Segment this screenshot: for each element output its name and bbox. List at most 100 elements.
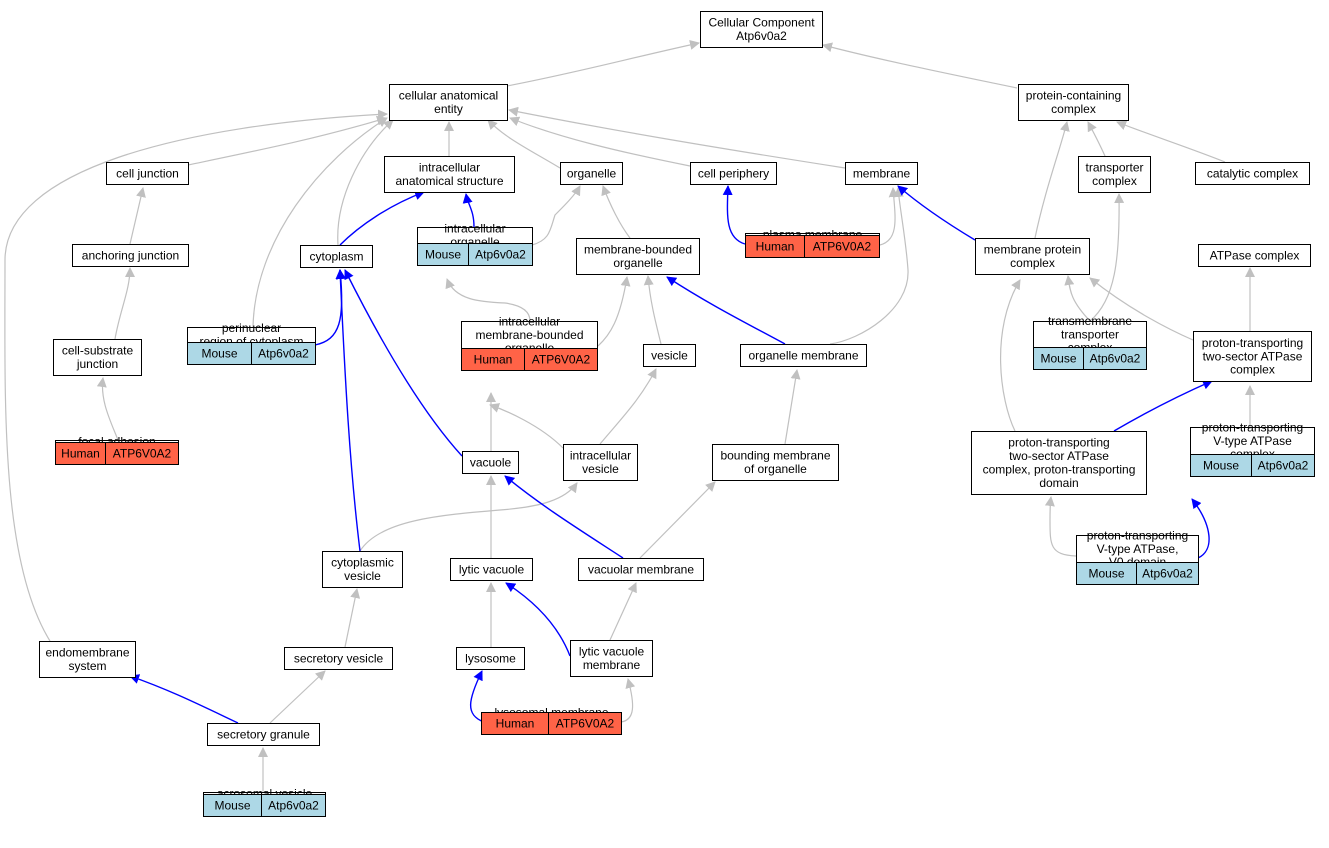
- gene-cell: [548, 712, 622, 735]
- node-box: [106, 162, 189, 185]
- node-label-line: protein-containing: [1026, 89, 1121, 103]
- node-box: [284, 647, 393, 670]
- node-label-line: cell periphery: [698, 166, 769, 180]
- edge-gray-33: [1044, 496, 1077, 557]
- edge-gray-7: [252, 117, 388, 328]
- node-lytic-vacuole[interactable]: lytic vacuole: [450, 558, 533, 581]
- edge-gray-18: [879, 187, 899, 246]
- node-label-line: complex: [1051, 102, 1096, 116]
- node-vacuolar-membrane[interactable]: vacuolar membrane: [578, 558, 704, 581]
- node-cytoplasm[interactable]: cytoplasm: [300, 245, 373, 268]
- node-label-line: V-type ATPase: [1213, 434, 1292, 448]
- node-label-line: perinuclear: [222, 321, 281, 335]
- node-membrane[interactable]: membrane: [845, 162, 918, 185]
- node-tm-transporter[interactable]: transmembranetransportercomplexMouseAtp6…: [1033, 314, 1147, 370]
- edge-gray-4: [487, 119, 561, 169]
- node-box: [971, 431, 1147, 495]
- node-label-line: complex: [1010, 256, 1055, 270]
- node-organelle-membrane[interactable]: organelle membrane: [740, 344, 867, 367]
- node-box: [450, 558, 533, 581]
- node-cell-periphery[interactable]: cell periphery: [690, 162, 777, 185]
- node-box: [700, 11, 823, 48]
- node-label-line: intracellular: [419, 161, 480, 175]
- node-label-line: vacuole: [470, 455, 512, 469]
- node-box: [740, 344, 867, 367]
- node-organelle[interactable]: organelle: [560, 162, 623, 185]
- node-box: [1195, 162, 1310, 185]
- edge-gray-12: [1116, 120, 1226, 163]
- edge-gray-8: [337, 119, 394, 246]
- gene-label: ATP6V0A2: [113, 447, 172, 461]
- node-label-line: cell-substrate: [62, 344, 134, 358]
- edge-gray-42: [620, 678, 636, 723]
- species-label: Human: [61, 447, 100, 461]
- node-atpase-complex[interactable]: ATPase complex: [1198, 244, 1311, 267]
- node-label-line: membrane-bounded: [584, 243, 692, 257]
- node-label-line: cytoplasm: [309, 249, 363, 263]
- gene-label: ATP6V0A2: [813, 240, 872, 254]
- node-label-line: vacuolar membrane: [588, 562, 694, 576]
- edge-gray-14: [114, 267, 135, 340]
- node-label-line: membrane protein: [984, 243, 1081, 257]
- edge-blue-50: [344, 269, 463, 457]
- node-box: [1018, 84, 1129, 121]
- node-label-line: lysosome: [465, 651, 516, 665]
- node-label-line: vesicle: [582, 462, 619, 476]
- node-label-line: lytic vacuole: [459, 562, 525, 576]
- node-label-line: intracellular: [499, 314, 560, 328]
- edge-blue-52: [1113, 380, 1213, 432]
- node-secretory-vesicle[interactable]: secretory vesicle: [284, 647, 393, 670]
- edge-gray-35: [639, 481, 716, 559]
- edge-gray-17: [601, 185, 631, 239]
- node-label-line: proton-transporting: [1202, 336, 1303, 350]
- node-anchoring-junction[interactable]: anchoring junction: [72, 244, 189, 267]
- node-lysosome[interactable]: lysosome: [456, 647, 525, 670]
- node-box: [563, 444, 638, 481]
- gene-cell: [1136, 562, 1199, 585]
- node-box: [690, 162, 777, 185]
- edge-gray-36: [359, 482, 578, 552]
- node-vacuole[interactable]: vacuole: [462, 451, 519, 474]
- gene-label: Atp6v0a2: [1258, 459, 1309, 473]
- edge-gray-1: [822, 42, 1018, 89]
- node-cell-junction[interactable]: cell junction: [106, 162, 189, 185]
- node-label-line: organelle membrane: [748, 348, 858, 362]
- node-label-line: membrane: [583, 658, 641, 672]
- node-label-line: two-sector ATPase: [1203, 349, 1303, 363]
- node-vesicle[interactable]: vesicle: [643, 344, 696, 367]
- gene-label: Atp6v0a2: [258, 347, 309, 361]
- gene-cell: [261, 794, 326, 817]
- node-box: [389, 84, 508, 121]
- edge-gray-31: [784, 369, 801, 445]
- node-imbo[interactable]: intracellularmembrane-boundedorganelleHu…: [461, 314, 598, 371]
- species-label: Mouse: [1203, 459, 1239, 473]
- gene-cell: [468, 243, 533, 266]
- node-secretory-granule[interactable]: secretory granule: [207, 723, 320, 746]
- node-catalytic-complex[interactable]: catalytic complex: [1195, 162, 1310, 185]
- edge-blue-47: [314, 269, 346, 346]
- edge-gray-9: [4, 109, 388, 642]
